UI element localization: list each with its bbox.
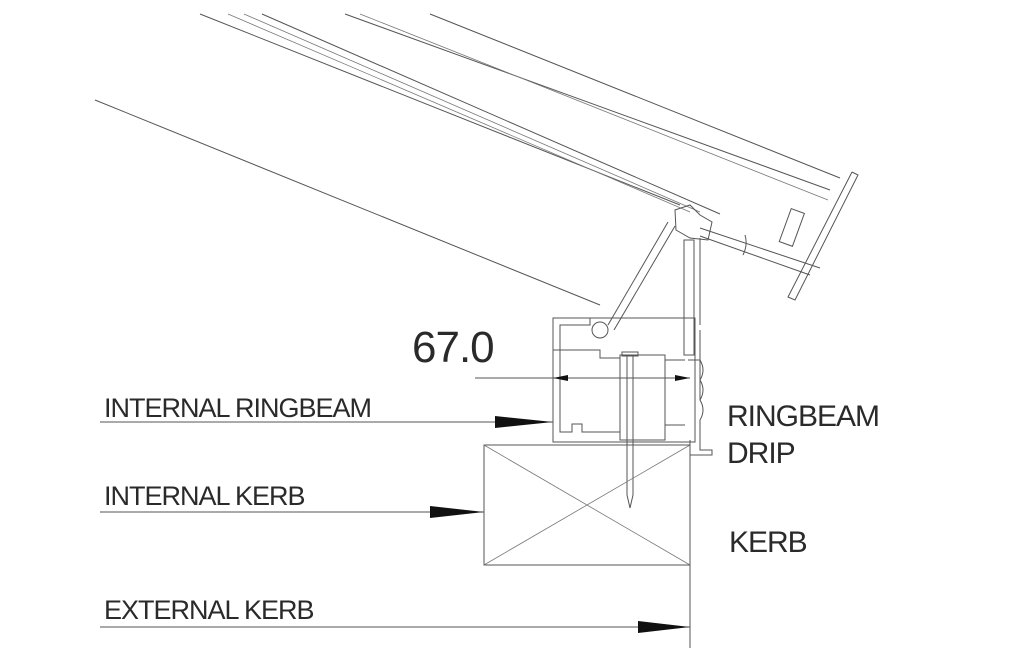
label-internal-ringbeam: INTERNAL RINGBEAM — [104, 393, 371, 423]
label-external-kerb: EXTERNAL KERB — [104, 595, 314, 625]
leader-external-kerb: EXTERNAL KERB — [100, 595, 690, 633]
glazing-support-arm — [591, 221, 676, 339]
arrow-icon — [638, 621, 690, 633]
label-ringbeam: RINGBEAM — [727, 400, 879, 433]
screw — [621, 351, 639, 509]
leader-internal-ringbeam: INTERNAL RINGBEAM — [100, 393, 553, 428]
arrow-icon — [495, 416, 553, 428]
label-kerb: KERB — [729, 526, 807, 559]
dimension-arrow-right — [675, 375, 690, 381]
arrow-icon — [430, 506, 484, 518]
dimension-67: 67.0 — [412, 323, 690, 381]
internal-ringbeam-profile — [552, 317, 696, 443]
leader-internal-kerb: INTERNAL KERB — [100, 481, 484, 518]
kerb-timber — [483, 440, 691, 648]
label-drip: DRIP — [727, 437, 795, 470]
label-internal-kerb: INTERNAL KERB — [104, 481, 305, 511]
dimension-text: 67.0 — [412, 323, 494, 372]
dimension-arrow-left — [553, 375, 568, 381]
roof-glazing-bar — [94, 13, 859, 306]
ringbeam-drip-profile — [683, 238, 713, 456]
